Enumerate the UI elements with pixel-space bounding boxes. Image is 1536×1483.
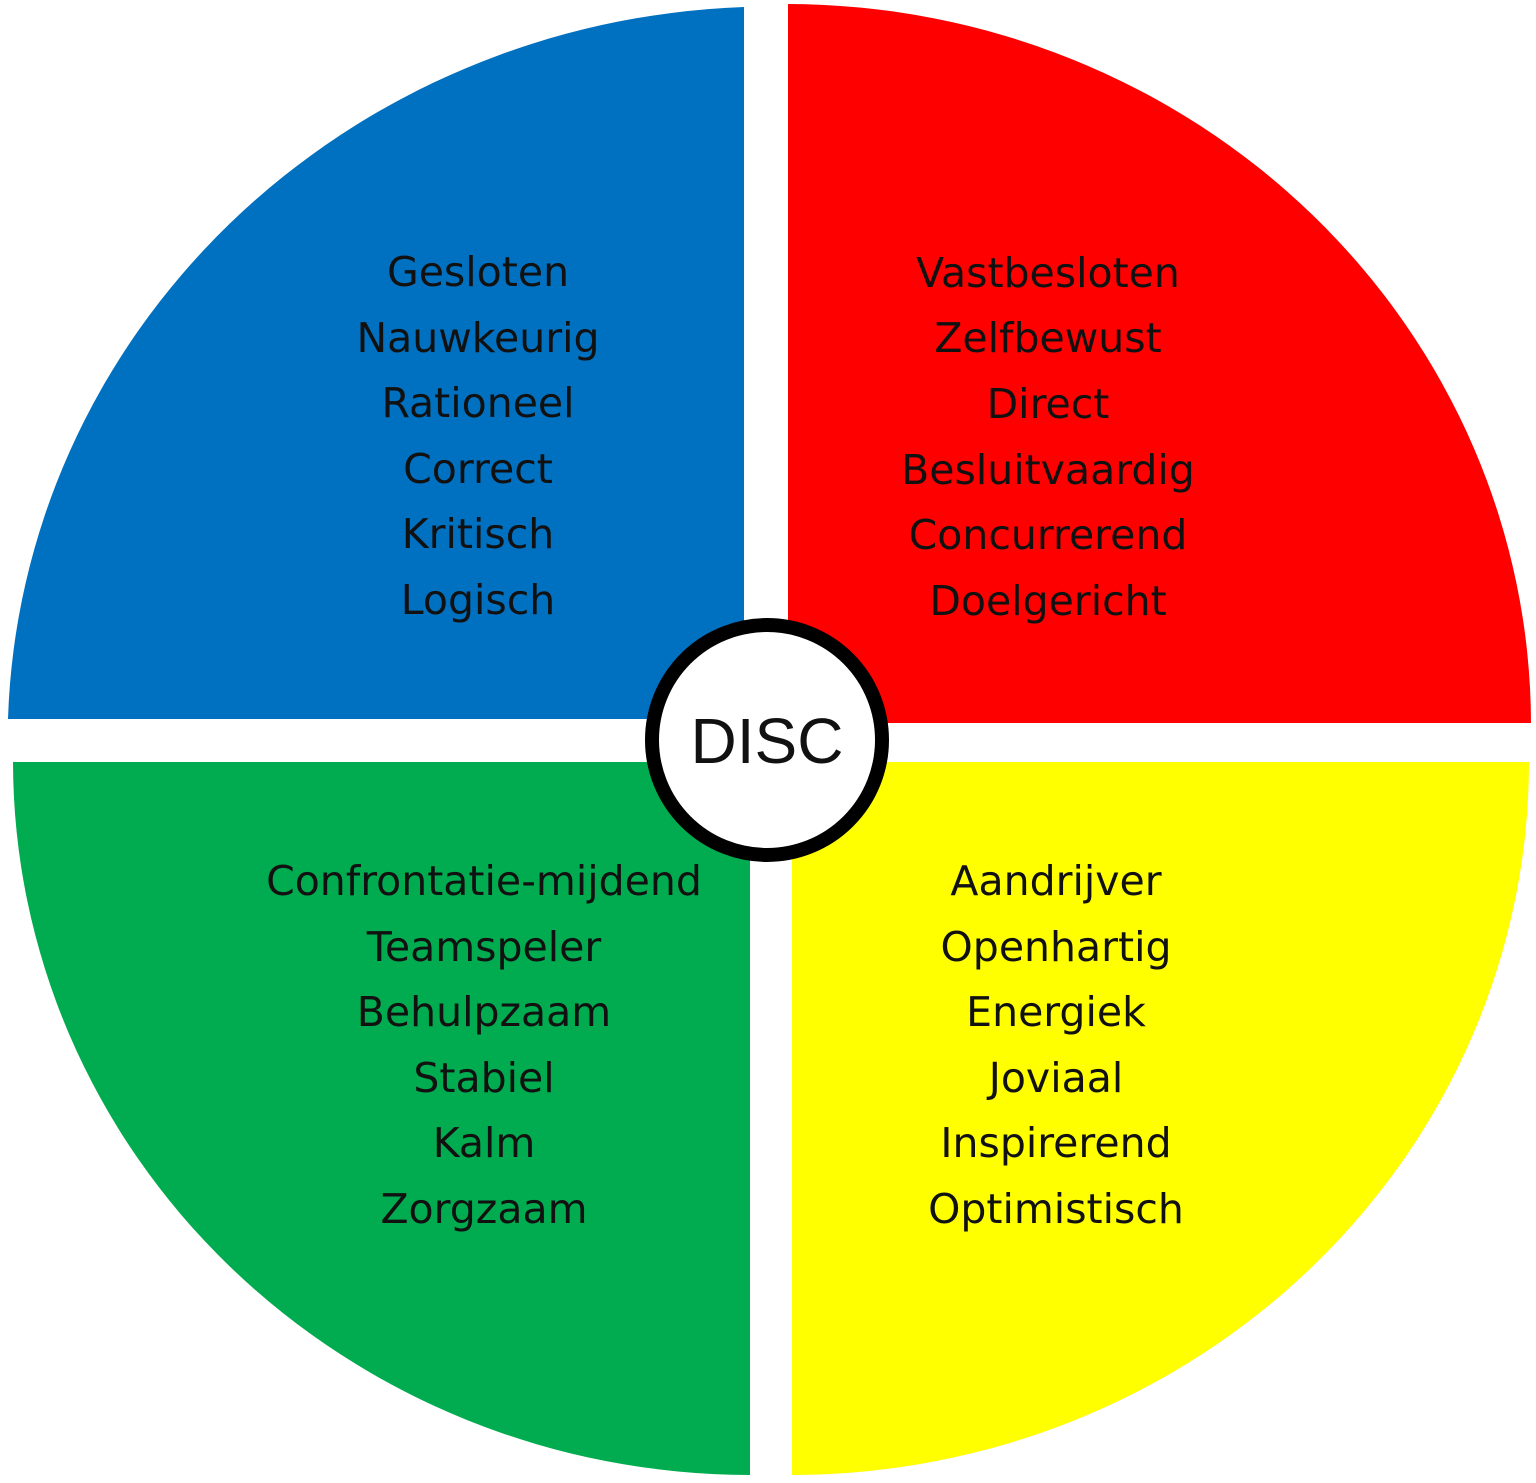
center-circle: [645, 618, 889, 862]
trait-label: Kritisch: [402, 510, 555, 558]
trait-label: Energiek: [966, 988, 1146, 1036]
quadrant-top-left: [8, 7, 744, 719]
traits-top-left: Gesloten Nauwkeurig Rationeel Correct Kr…: [356, 248, 599, 624]
trait-label: Nauwkeurig: [356, 314, 599, 362]
traits-top-right: Vastbesloten Zelfbewust Direct Besluitva…: [901, 249, 1195, 625]
trait-label: Joviaal: [986, 1054, 1123, 1102]
trait-label: Teamspeler: [366, 923, 602, 971]
trait-label: Vastbesloten: [916, 249, 1180, 297]
trait-label: Inspirerend: [940, 1119, 1171, 1167]
trait-label: Confrontatie-mijdend: [266, 857, 702, 905]
trait-label: Behulpzaam: [357, 988, 611, 1036]
trait-label: Rationeel: [381, 379, 574, 427]
quadrant-top-right: [788, 4, 1531, 723]
trait-label: Doelgericht: [929, 577, 1166, 625]
trait-label: Direct: [987, 380, 1110, 428]
center-label: DISC: [691, 705, 844, 777]
trait-label: Stabiel: [413, 1054, 554, 1102]
trait-label: Optimistisch: [928, 1185, 1184, 1233]
trait-label: Aandrijver: [950, 857, 1161, 905]
trait-label: Kalm: [433, 1119, 536, 1167]
traits-bottom-left: Confrontatie-mijdend Teamspeler Behulpza…: [266, 857, 702, 1233]
trait-label: Gesloten: [387, 248, 569, 296]
trait-label: Correct: [403, 445, 553, 493]
quadrant-bottom-right: [792, 762, 1529, 1475]
trait-label: Openhartig: [941, 923, 1172, 971]
traits-bottom-right: Aandrijver Openhartig Energiek Joviaal I…: [928, 857, 1184, 1233]
quadrant-bottom-left: [13, 762, 750, 1475]
trait-label: Zorgzaam: [380, 1185, 587, 1233]
trait-label: Concurrerend: [909, 511, 1188, 559]
center-badge: DISC: [645, 618, 889, 862]
trait-label: Besluitvaardig: [901, 446, 1195, 494]
trait-label: Logisch: [401, 576, 556, 624]
trait-label: Zelfbewust: [934, 314, 1161, 362]
